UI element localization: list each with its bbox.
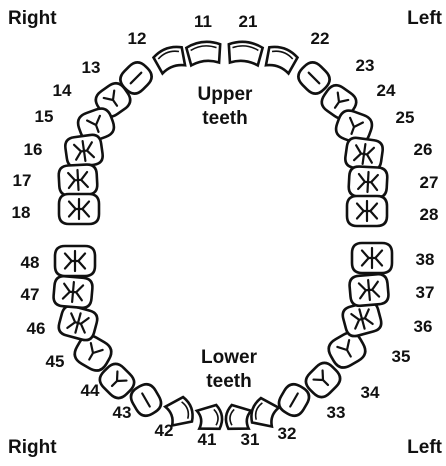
tooth-21 — [227, 40, 263, 65]
tooth-18 — [59, 194, 99, 224]
tooth-number-45: 45 — [46, 352, 65, 371]
tooth-crown-12 — [152, 44, 188, 75]
corner-label-bottom-right-side: Right — [8, 437, 57, 458]
tooth-number-34: 34 — [361, 383, 380, 402]
corner-label-top-right-side: Right — [8, 8, 57, 29]
tooth-crown-32 — [248, 397, 279, 430]
tooth-number-22: 22 — [311, 29, 330, 48]
corner-label-top-left-side: Left — [407, 8, 443, 29]
tooth-number-25: 25 — [396, 108, 415, 127]
tooth-number-43: 43 — [113, 403, 132, 422]
tooth-crown-21 — [227, 40, 263, 65]
tooth-48 — [55, 246, 95, 276]
tooth-number-17: 17 — [13, 171, 32, 190]
tooth-38 — [352, 243, 392, 273]
tooth-37 — [349, 273, 389, 306]
tooth-number-28: 28 — [420, 205, 439, 224]
tooth-crown-31 — [224, 404, 251, 431]
tooth-11 — [186, 40, 222, 65]
tooth-number-12: 12 — [128, 29, 147, 48]
tooth-number-18: 18 — [12, 203, 31, 222]
tooth-number-31: 31 — [241, 430, 260, 449]
tooth-41 — [196, 404, 223, 431]
tooth-number-33: 33 — [327, 403, 346, 422]
tooth-number-23: 23 — [356, 56, 375, 75]
tooth-crown-11 — [186, 40, 222, 65]
tooth-number-36: 36 — [414, 317, 433, 336]
tooth-12 — [152, 44, 188, 75]
tooth-16 — [64, 134, 104, 169]
tooth-number-32: 32 — [278, 424, 297, 443]
tooth-number-21: 21 — [239, 12, 258, 31]
lower-teeth-label-line-2: teeth — [206, 371, 251, 392]
tooth-46 — [57, 304, 100, 342]
tooth-number-27: 27 — [420, 173, 439, 192]
tooth-number-15: 15 — [35, 107, 54, 126]
tooth-number-37: 37 — [416, 283, 435, 302]
tooth-crown-41 — [196, 404, 223, 431]
upper-teeth-label-line-2: teeth — [202, 108, 247, 129]
tooth-number-44: 44 — [81, 381, 100, 400]
tooth-number-48: 48 — [21, 253, 40, 272]
tooth-31 — [224, 404, 251, 431]
tooth-number-24: 24 — [377, 81, 396, 100]
tooth-number-26: 26 — [414, 140, 433, 159]
tooth-32 — [248, 397, 279, 430]
corner-label-bottom-left-side: Left — [407, 437, 443, 458]
tooth-number-46: 46 — [27, 319, 46, 338]
tooth-number-16: 16 — [24, 140, 43, 159]
tooth-22 — [263, 44, 299, 75]
tooth-number-38: 38 — [416, 250, 435, 269]
tooth-28 — [347, 196, 387, 226]
tooth-number-47: 47 — [21, 285, 40, 304]
tooth-number-42: 42 — [155, 421, 174, 440]
tooth-27 — [348, 166, 388, 198]
tooth-number-14: 14 — [53, 81, 72, 100]
tooth-number-35: 35 — [392, 347, 411, 366]
tooth-47 — [53, 275, 93, 308]
lower-teeth-label-line-1: Lower — [201, 347, 258, 368]
tooth-17 — [58, 164, 98, 196]
tooth-crown-22 — [263, 44, 299, 75]
tooth-number-11: 11 — [194, 12, 212, 31]
tooth-number-13: 13 — [82, 58, 101, 77]
tooth-number-41: 41 — [198, 430, 217, 449]
upper-teeth-label-line-1: Upper — [198, 84, 254, 105]
